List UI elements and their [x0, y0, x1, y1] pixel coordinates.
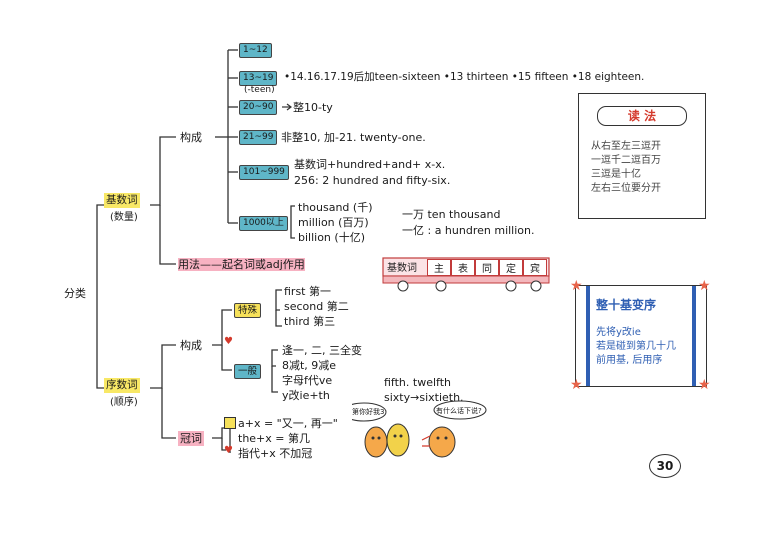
star-icon: ★ — [698, 377, 711, 393]
rule-box: 一般 — [234, 364, 262, 379]
ordinal-card-line: 前用基, 后用序 — [596, 355, 663, 366]
million-line: million (百万) — [298, 216, 369, 229]
ordinal-card-line: 先将y改ie — [596, 327, 641, 338]
ordinal-example: fifth. twelfth — [384, 376, 451, 389]
prep-line: a+x = "又一, 再一" — [238, 417, 338, 430]
teen-rule: •14.16.17.19后加teen-sixteen •13 thirteen … — [284, 71, 645, 83]
truck-cell-object: 宾 — [523, 259, 547, 276]
hundred-million-line: 一亿 : a hundren million. — [402, 224, 535, 237]
reading-card-line: 一逗千二逗百万 — [591, 155, 661, 166]
card-left-border — [586, 286, 590, 386]
reading-card-title: 读 法 — [597, 106, 687, 126]
cardinal-composition-label: 构成 — [180, 131, 202, 144]
range-box-1000-up: 1000以上 — [239, 216, 288, 231]
root-label: 分类 — [64, 287, 86, 300]
ordinal-card-title: 整十基变序 — [596, 298, 657, 312]
star-icon: ★ — [570, 377, 583, 393]
twentyone-rule: 非整10, 加-21. twenty-one. — [281, 131, 426, 144]
ordinal-subtitle: (顺序) — [110, 397, 138, 408]
reading-card-line: 三逗是十亿 — [591, 169, 641, 180]
prep-line: 指代+x 不加冠 — [238, 447, 313, 460]
tens-ordinal-card: 整十基变序 先将y改ie 若是碰到第几十几 前用基, 后用序 — [575, 285, 707, 387]
truck-illustration: 基数词 主 表 同 定 宾 — [381, 250, 551, 292]
card-right-border — [692, 286, 696, 386]
cartoon-characters — [352, 400, 487, 458]
range-box-1-12: 1~12 — [239, 43, 272, 58]
special-first: first 第一 — [284, 285, 331, 298]
billion-line: billion (十亿) — [298, 231, 365, 244]
truck-cell-subject: 主 — [427, 259, 451, 276]
special-second: second 第二 — [284, 300, 349, 313]
truck-cell-appositive: 同 — [475, 259, 499, 276]
cardinal-usage: 用法——起名词或adj作用 — [178, 258, 305, 271]
star-icon: ★ — [570, 278, 583, 294]
ten-thousand-line: 一万 ten thousand — [402, 208, 501, 221]
preposition-label: 冠词 — [178, 431, 204, 446]
speech-bubble-right: 有什么话下说? — [436, 407, 482, 415]
ordinal-rule: 8减t, 9减e — [282, 359, 337, 372]
reading-card-line: 从右至左三逗开 — [591, 141, 661, 152]
teen-note: (-teen) — [244, 85, 275, 95]
prep-line: the+x = 第几 — [238, 432, 310, 445]
range-box-13-19: 13~19 — [239, 71, 278, 86]
hundred-example: 256: 2 hundred and fifty-six. — [294, 174, 451, 187]
star-icon: ★ — [698, 278, 711, 294]
ordinal-rule: y改ie+th — [282, 389, 330, 402]
heart-icon: ♥ — [224, 445, 233, 456]
thousand-line: thousand (千) — [298, 201, 373, 214]
note-square — [224, 417, 236, 429]
reading-card-line: 左右三位要分开 — [591, 183, 661, 194]
ordinal-rule: 字母f代ve — [282, 374, 333, 387]
heart-icon: ♥ — [224, 336, 233, 347]
ordinal-card-line: 若是碰到第几十几 — [596, 341, 676, 352]
hundred-rule: 基数词+hundred+and+ x-x. — [294, 158, 446, 171]
ordinal-example: sixty→sixtieth. — [384, 391, 464, 404]
special-third: third 第三 — [284, 315, 336, 328]
speech-bubble-left: 第你好我3 — [352, 408, 385, 416]
truck-cell-attributive: 定 — [499, 259, 523, 276]
ordinal-title: 序数词 — [104, 378, 140, 393]
ordinal-composition-label: 构成 — [180, 339, 202, 352]
truck-cell-predicative: 表 — [451, 259, 475, 276]
range-box-21-99: 21~99 — [239, 130, 278, 145]
ordinal-rule: 逢一, 二, 三全变 — [282, 344, 362, 357]
cardinal-title: 基数词 — [104, 193, 140, 208]
tens-rule: 整10-ty — [293, 101, 333, 114]
special-box: 特殊 — [234, 303, 262, 318]
reading-method-card: 读 法 从右至左三逗开 一逗千二逗百万 三逗是十亿 左右三位要分开 — [578, 93, 706, 219]
page-number: 30 — [649, 454, 681, 478]
range-box-20-90: 20~90 — [239, 100, 278, 115]
truck-label: 基数词 — [387, 263, 417, 274]
range-box-101-999: 101~999 — [239, 165, 289, 180]
cardinal-subtitle: (数量) — [110, 212, 138, 223]
